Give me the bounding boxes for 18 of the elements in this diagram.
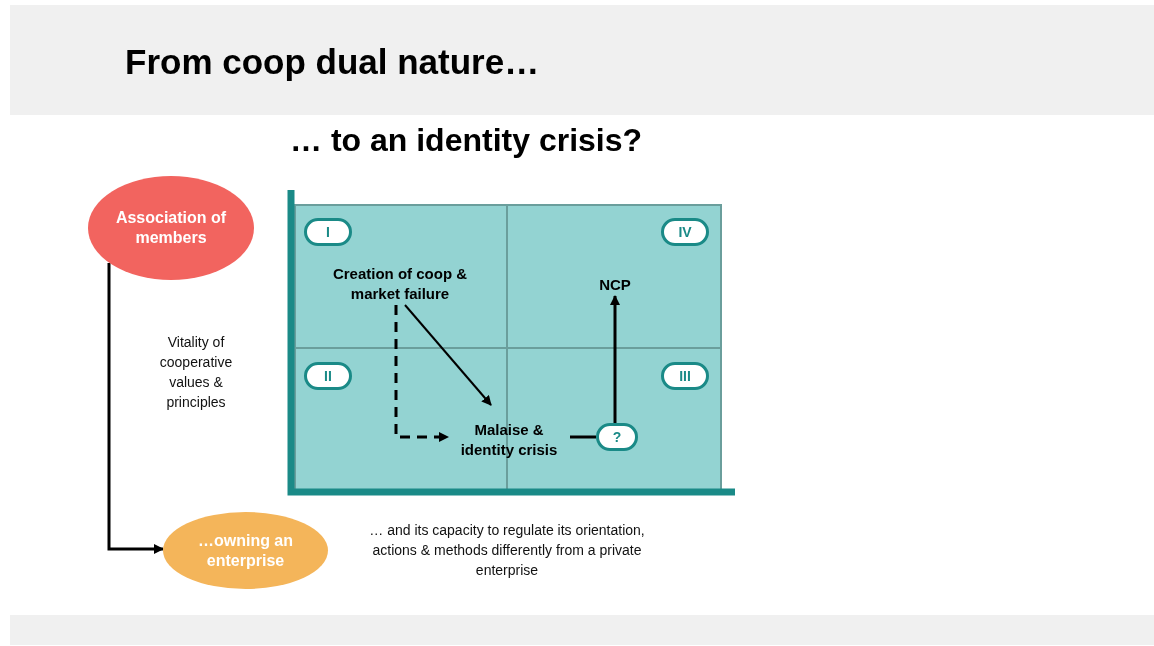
ellipse: Association of members xyxy=(88,176,254,280)
arrow xyxy=(394,305,449,442)
arrow xyxy=(404,304,492,406)
subtitle: … to an identity crisis? xyxy=(290,121,644,160)
quadrant-badge: IV xyxy=(661,218,709,246)
quadrant-badge: III xyxy=(661,362,709,390)
axis-label: Vitality of cooperative values & principles xyxy=(158,333,234,412)
quadrant-badge: I xyxy=(304,218,352,246)
axis-label: … and its capacity to regulate its orientation, actions & methods differently from a private enterprise xyxy=(368,521,646,580)
ellipse: …owning an enterprise xyxy=(163,512,328,589)
stage-label: Creation of coop & market failure xyxy=(322,262,478,305)
connector-line xyxy=(570,435,596,439)
arrow xyxy=(107,263,164,554)
title: From coop dual nature… xyxy=(125,42,540,82)
arrow xyxy=(610,295,620,423)
stage-label: Malaise & identity crisis xyxy=(448,405,570,463)
quadrant-badge: II xyxy=(304,362,352,390)
stage-label: NCP xyxy=(595,273,635,296)
